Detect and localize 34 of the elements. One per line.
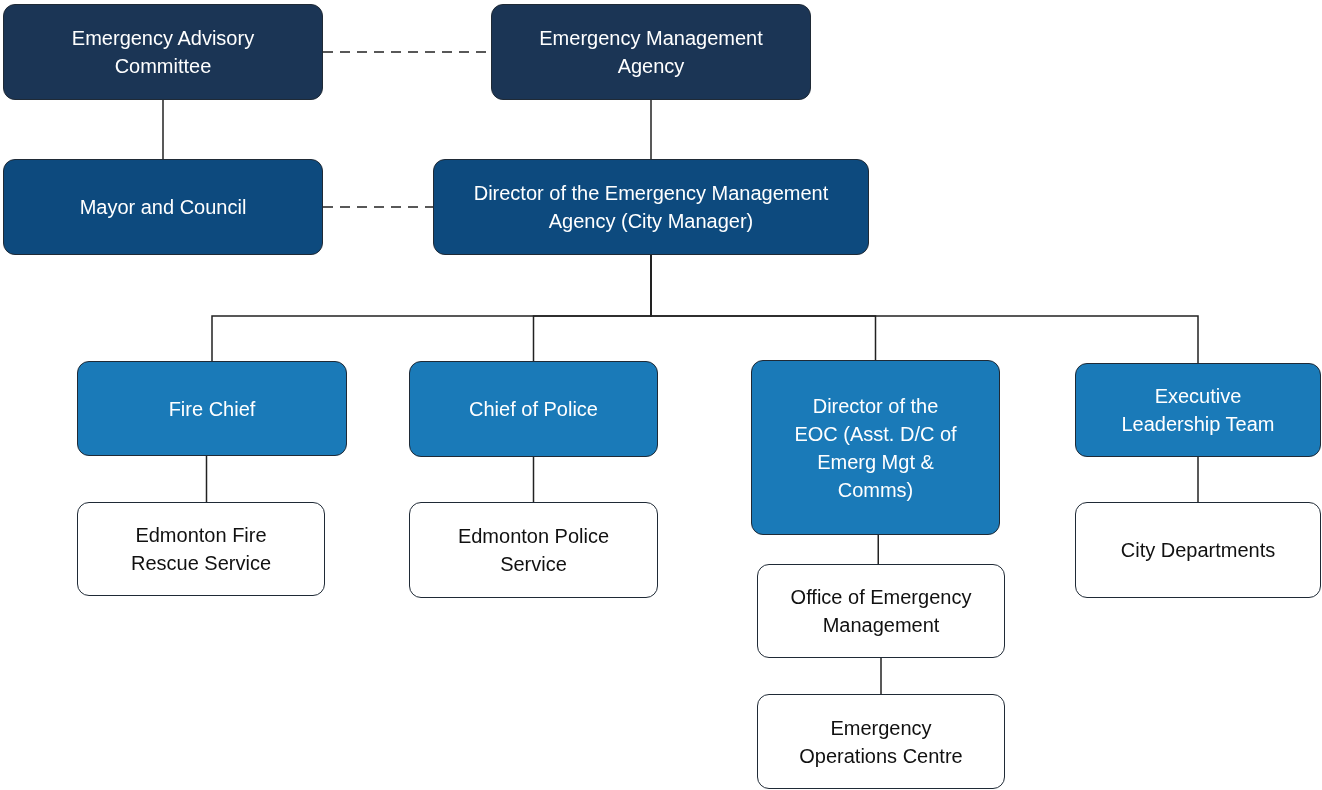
connector-line [532,456,535,503]
connector-line [322,206,434,208]
role-label: Director of the Emergency Management Agency (City Manager) [472,181,830,234]
role-box [77,361,347,456]
role-box [757,564,1005,658]
role-box [409,502,658,598]
role-box [751,360,1000,535]
role-label: Fire Chief [168,396,256,422]
role-label: Office of Emergency Management [789,585,973,638]
role-label: Chief of Police [469,397,598,422]
role-label: Edmonton Fire Rescue Service [129,523,273,576]
role-box [3,4,323,100]
connector-line [880,657,882,695]
connector-line [1197,456,1199,503]
role-box [409,361,658,457]
role-box [77,502,325,596]
role-label: City Departments [1120,538,1276,563]
role-label: Mayor and Council [79,195,247,220]
connector-line [650,99,652,160]
role-box [3,159,323,255]
connector-line [205,455,208,503]
role-label: Emergency Advisory Committee [70,26,256,79]
role-label: Edmonton Police Service [456,524,611,577]
role-box [491,4,811,100]
connector-line [877,534,879,565]
role-label: Director of the EOC (Asst. D/C of Emerg Mgt & Comms) [793,393,958,503]
role-label: Emergency Management Agency [538,26,764,79]
role-box [1075,502,1321,598]
role-box [1075,363,1321,457]
role-label: Executive Leadership Team [1120,384,1276,437]
connector-line [162,99,164,160]
role-box [757,694,1005,789]
role-box [433,159,869,255]
role-label: Emergency Operations Centre [798,715,964,769]
